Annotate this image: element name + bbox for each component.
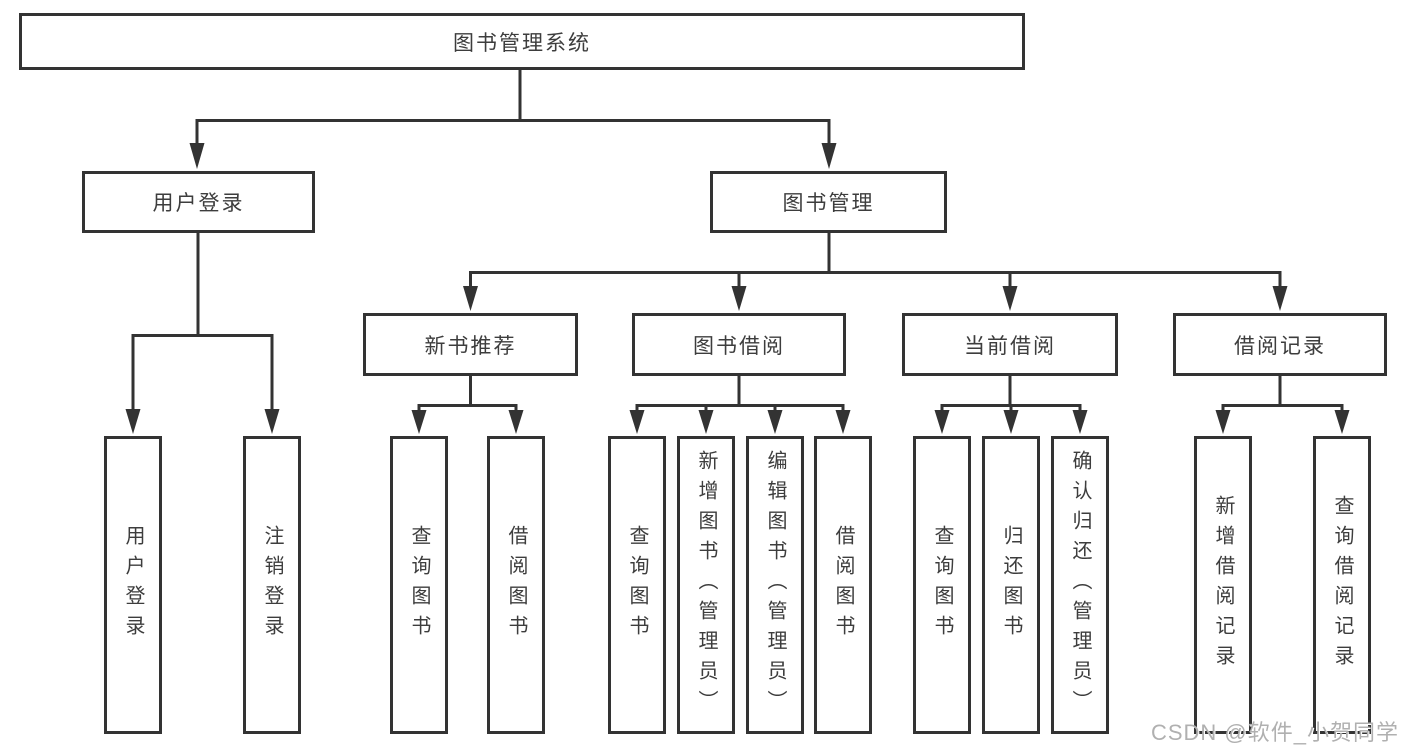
leaf-logout: 注销登录	[243, 436, 301, 734]
node-label: 当前借阅	[964, 334, 1056, 358]
node-label: 归还图书	[1000, 525, 1022, 645]
arrow-down-icon	[125, 409, 141, 434]
arrow-down-icon	[189, 143, 205, 169]
node-label: 借阅记录	[1234, 334, 1326, 358]
arrow-down-icon	[463, 286, 478, 311]
node-book-management: 图书管理	[710, 171, 947, 233]
node-user-login: 用户登录	[82, 171, 315, 233]
arrowheads	[125, 143, 1350, 434]
node-root-book-management-system: 图书管理系统	[19, 13, 1025, 70]
node-book-borrowing: 图书借阅	[632, 313, 846, 376]
leaf-return-books: 归还图书	[982, 436, 1040, 734]
node-new-book-recommend: 新书推荐	[363, 313, 578, 376]
arrow-down-icon	[629, 410, 645, 434]
arrow-down-icon	[1002, 286, 1018, 311]
arrow-down-icon	[731, 286, 747, 311]
leaf-confirm-return-admin: 确认归还（管理员）	[1051, 436, 1109, 734]
arrow-down-icon	[508, 410, 524, 434]
arrow-down-icon	[934, 410, 950, 434]
node-label: 查询图书	[626, 525, 648, 645]
node-current-borrowing: 当前借阅	[902, 313, 1118, 376]
arrow-down-icon	[1003, 410, 1019, 434]
arrow-down-icon	[411, 410, 427, 434]
leaf-borrow-books: 借阅图书	[814, 436, 872, 734]
arrow-down-icon	[1215, 410, 1231, 434]
leaf-borrow-books-recommend: 借阅图书	[487, 436, 545, 734]
node-label: 新增借阅记录	[1212, 495, 1234, 675]
node-label: 图书管理	[782, 192, 875, 215]
node-label: 查询图书	[931, 525, 953, 645]
leaf-add-borrow-record: 新增借阅记录	[1194, 436, 1252, 734]
node-borrowing-records: 借阅记录	[1173, 313, 1387, 376]
csdn-watermark: CSDN @软件_小贺同学	[1150, 720, 1399, 745]
leaf-add-books-admin: 新增图书（管理员）	[677, 436, 735, 734]
node-label: 新书推荐	[424, 334, 517, 358]
arrow-down-icon	[835, 410, 851, 434]
node-label: 借阅图书	[505, 525, 527, 645]
arrow-down-icon	[264, 409, 280, 434]
arrow-down-icon	[1072, 410, 1088, 434]
node-label: 注销登录	[261, 525, 283, 645]
leaf-user-login: 用户登录	[104, 436, 162, 734]
node-label: 确认归还（管理员）	[1069, 450, 1091, 720]
node-label: 查询图书	[408, 525, 430, 645]
node-label: 查询借阅记录	[1331, 495, 1353, 675]
arrow-down-icon	[698, 410, 714, 434]
arrow-down-icon	[821, 143, 837, 169]
arrow-down-icon	[1272, 286, 1288, 311]
node-label: 用户登录	[122, 525, 144, 645]
node-label: 图书管理系统	[453, 31, 591, 55]
node-label: 借阅图书	[832, 525, 854, 645]
leaf-query-books-recommend: 查询图书	[390, 436, 448, 734]
node-label: 图书借阅	[693, 334, 785, 358]
node-label: 新增图书（管理员）	[695, 450, 717, 720]
arrow-down-icon	[767, 410, 783, 434]
node-label: 编辑图书（管理员）	[764, 450, 786, 720]
arrow-down-icon	[1334, 410, 1350, 434]
leaf-edit-books-admin: 编辑图书（管理员）	[746, 436, 804, 734]
leaf-query-books-current: 查询图书	[913, 436, 971, 734]
leaf-query-books-borrowing: 查询图书	[608, 436, 666, 734]
node-label: 用户登录	[152, 192, 245, 215]
leaf-query-borrow-record: 查询借阅记录	[1313, 436, 1371, 734]
